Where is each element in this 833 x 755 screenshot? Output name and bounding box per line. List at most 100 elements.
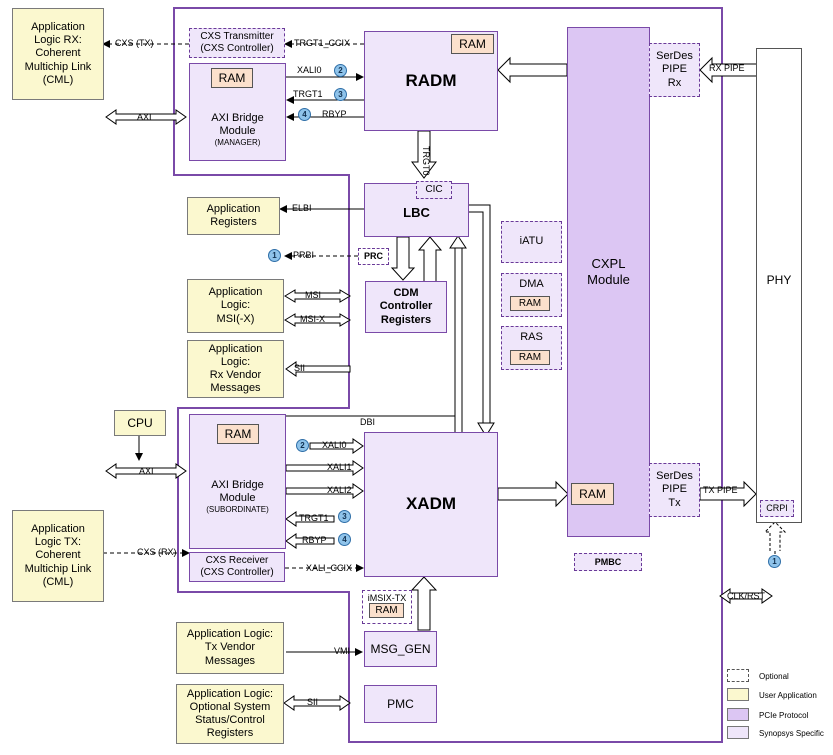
cxpl-ram: RAM <box>571 483 614 505</box>
app-msi: Application Logic: MSI(-X) <box>187 279 284 333</box>
crpi-label: CRPI <box>766 503 788 514</box>
cxs-receiver-label: CXS Receiver (CXS Controller) <box>200 555 274 578</box>
dbi-line <box>286 400 456 417</box>
badge-4-sub: 4 <box>338 533 351 546</box>
phy-block: PHY <box>756 48 802 523</box>
cdm-label: CDM Controller Registers <box>379 287 433 326</box>
sig-xali1: XALI1 <box>327 462 352 472</box>
badge-2-manager: 2 <box>334 64 347 77</box>
cxs-receiver: CXS Receiver (CXS Controller) <box>189 552 285 582</box>
app-tx-vendor: Application Logic: Tx Vendor Messages <box>176 622 284 674</box>
cxpl-label: CXPL Module <box>587 256 630 287</box>
dma-ram: RAM <box>510 296 550 311</box>
xadm-block: XADM <box>364 432 498 577</box>
xali2-sub-arrow <box>285 483 364 499</box>
ram-label: RAM <box>518 352 542 363</box>
ram-label: RAM <box>579 487 606 501</box>
pmc-label: PMC <box>387 696 414 711</box>
rbyp-sub-arrow <box>285 533 335 549</box>
msg-gen-block: MSG_GEN <box>364 631 437 667</box>
app-rx-vendor: Application Logic: Rx Vendor Messages <box>187 340 284 398</box>
lbc-xadm-link-b <box>469 211 484 425</box>
ram-label: RAM <box>459 37 486 51</box>
cdm-registers: CDM Controller Registers <box>365 281 447 333</box>
cpu-label: CPU <box>127 415 153 430</box>
axi-subordinate-arrow <box>105 463 187 479</box>
xadm-lbc-return <box>454 246 463 432</box>
sig-xali2: XALI2 <box>327 485 352 495</box>
cpu-block: CPU <box>114 410 166 436</box>
sig-axi-manager: AXI <box>137 112 152 122</box>
serdes-rx-label: SerDes PIPE Rx <box>656 50 693 89</box>
msi-arrow <box>284 289 351 303</box>
sig-sii-opt: SII <box>307 697 319 707</box>
axi-bridge-sub-title: AXI Bridge Module <box>211 478 264 504</box>
prc-label: PRC <box>363 251 383 262</box>
xadm-label: XADM <box>405 494 457 514</box>
legend-user-app-label: User Application <box>759 691 817 700</box>
cxs-transmitter-label: CXS Transmitter (CXS Controller) <box>200 31 274 54</box>
serdes-pipe-tx: SerDes PIPE Tx <box>649 463 700 517</box>
sig-trgt1-sub: TRGT1 <box>299 513 329 523</box>
ram-label: RAM <box>375 605 398 616</box>
sig-rx-pipe: RX PIPE <box>709 63 745 73</box>
lbc-label: LBC <box>403 205 430 221</box>
sig-cxs-rx: CXS (RX) <box>137 547 177 557</box>
app-logic-tx-cml: Application Logic TX: Coherent Multichip… <box>12 510 104 602</box>
tx-pipe-arrow <box>699 480 757 508</box>
axi-bridge-manager-sub: (MANAGER) <box>214 138 261 148</box>
sig-trgt1-ccix: TRGT1_CCIX <box>294 38 351 48</box>
app-registers: Application Registers <box>187 197 280 235</box>
app-tx-vendor-label: Application Logic: Tx Vendor Messages <box>186 628 274 667</box>
cxs-transmitter: CXS Transmitter (CXS Controller) <box>189 28 285 58</box>
rx-pipe-arrow <box>699 56 758 84</box>
msix-arrow <box>284 313 351 327</box>
badge-3-sub: 3 <box>338 510 351 523</box>
ras-label: RAS <box>520 331 543 343</box>
sig-rbyp-sub: RBYP <box>302 535 327 545</box>
sig-xali-ccix: XALI_CCIX <box>306 563 353 573</box>
legend-user-app-swatch <box>727 688 749 701</box>
badge-1-prbi: 1 <box>268 249 281 262</box>
pmc-block: PMC <box>364 685 437 723</box>
lbc-to-cdm-arrow <box>390 236 416 281</box>
badge-3-manager: 3 <box>334 88 347 101</box>
sig-clk-rst: CLK/RST <box>727 591 766 601</box>
crpi-arrow <box>763 521 787 551</box>
badge-4-manager: 4 <box>298 108 311 121</box>
serdes-tx-label: SerDes PIPE Tx <box>656 470 693 509</box>
cxpl-to-radm-arrow <box>497 56 568 84</box>
msg-gen-label: MSG_GEN <box>370 641 431 656</box>
sig-msi: MSI <box>305 290 322 300</box>
axi-bridge-sub-sub: (SUBORDINATE) <box>206 504 269 514</box>
sig-msix: MSI-X <box>300 314 326 324</box>
sig-prbi: PRBI <box>293 250 315 260</box>
sig-xali0-manager: XALI0 <box>297 65 322 75</box>
app-msi-label: Application Logic: MSI(-X) <box>208 286 263 325</box>
sig-elbi: ELBI <box>292 203 312 213</box>
app-registers-label: Application Registers <box>206 202 261 228</box>
app-optional-label: Application Logic: Optional System Statu… <box>186 687 274 740</box>
legend-synopsys-swatch <box>727 726 749 739</box>
pmbc-label: PMBC <box>594 556 622 567</box>
badge-2-sub: 2 <box>296 439 309 452</box>
badge-1-crpi: 1 <box>768 555 781 568</box>
lbc-xadm-link <box>469 204 491 425</box>
clk-rst-arrow <box>719 588 773 604</box>
sig-vmi: VMI <box>334 646 351 656</box>
legend-synopsys-label: Synopsys Specific <box>759 729 824 738</box>
iatu-block: iATU <box>501 221 562 263</box>
pmbc-block: PMBC <box>574 553 642 571</box>
dma-label: DMA <box>519 278 544 290</box>
serdes-pipe-rx: SerDes PIPE Rx <box>649 43 700 97</box>
cic-label: CIC <box>425 184 443 195</box>
sig-dbi: DBI <box>360 417 376 427</box>
legend-pcie-label: PCIe Protocol <box>759 711 809 720</box>
legend-optional-label: Optional <box>759 672 789 681</box>
axi-manager-ram: RAM <box>211 68 253 88</box>
axi-manager-arrow <box>105 109 187 125</box>
sig-cxs-tx: CXS (TX) <box>115 38 154 48</box>
msggen-to-xadm-arrow <box>410 576 438 631</box>
app-logic-tx-cml-label: Application Logic TX: Coherent Multichip… <box>24 523 92 588</box>
